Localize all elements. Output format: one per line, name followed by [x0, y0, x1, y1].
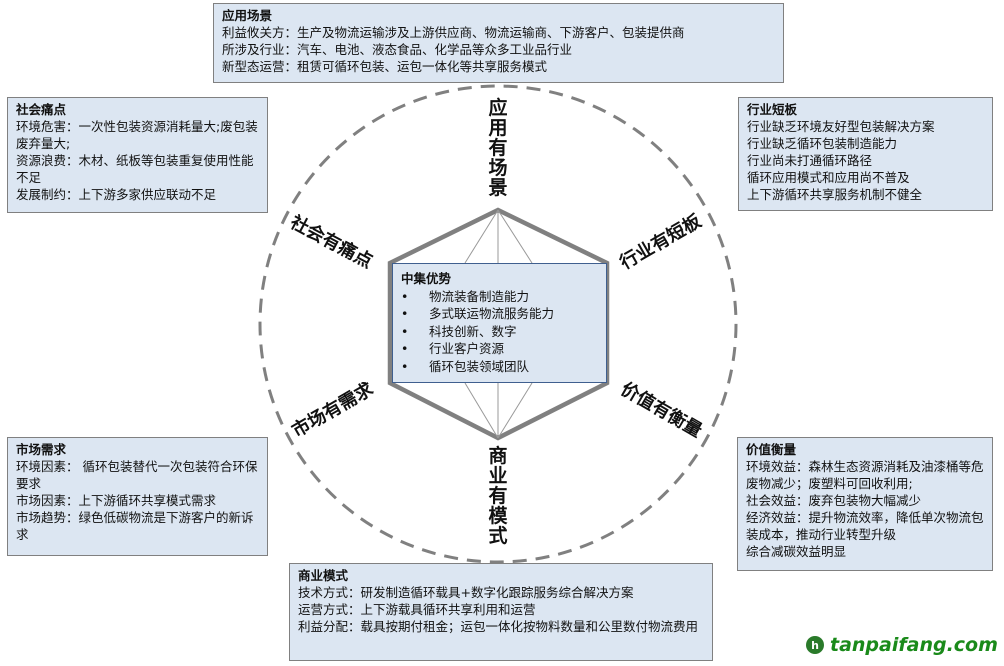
- list-item: • 行业客户资源: [401, 340, 598, 358]
- box-title: 市场需求: [16, 442, 67, 457]
- item-text: 物流装备制造能力: [429, 288, 530, 304]
- box-line: 新型态运营：租赁可循环包装、运包一体化等共享服务模式: [222, 59, 548, 74]
- box-line: 运营方式：上下游载具循环共享利用和运营: [298, 602, 536, 617]
- center-title: 中集优势: [401, 271, 452, 286]
- box-line: 市场因素：上下游循环共享模式需求: [16, 493, 217, 508]
- watermark-logo: h tanpaifang.com: [806, 634, 998, 656]
- box-line: 循环应用模式和应用尚不普及: [747, 170, 910, 185]
- box-title: 行业短板: [747, 102, 798, 117]
- bullet: •: [401, 323, 409, 339]
- item-text: 行业客户资源: [429, 341, 505, 356]
- box-line: 综合减碳效益明显: [746, 544, 847, 559]
- box-line: 资源浪费：木材、纸板等包装重复使用性能不足: [16, 153, 254, 185]
- box-line: 市场趋势：绿色低碳物流是下游客户的新诉求: [16, 510, 254, 542]
- axis-label-bottom: 商业有模式: [488, 445, 508, 547]
- bullet: •: [401, 288, 409, 304]
- box-line: 环境效益：森林生态资源消耗及油漆桶等危废物减少；废塑料可回收利用;: [746, 459, 984, 491]
- value-box: 价值衡量 环境效益：森林生态资源消耗及油漆桶等危废物减少；废塑料可回收利用; 社…: [737, 437, 993, 571]
- box-line: 利益分配：载具按期付租金；运包一体化按物料数量和公里数付物流费用: [298, 619, 699, 634]
- item-text: 多式联运物流服务能力: [429, 306, 555, 321]
- list-item: • 多式联运物流服务能力: [401, 305, 598, 323]
- box-title: 价值衡量: [746, 442, 797, 457]
- industry-box: 行业短板 行业缺乏环境友好型包装解决方案 行业缺乏循环包装制造能力 行业尚未打通…: [738, 97, 993, 211]
- application-box: 应用场景 利益攸关方：生产及物流运输涉及上游供应商、物流运输商、下游客户、包装提…: [213, 3, 784, 83]
- cimc-advantages-box: 中集优势 • 物流装备制造能力 • 多式联运物流服务能力 • 科技创新、数字 • 行业客…: [392, 263, 607, 383]
- box-line: 行业缺乏循环包装制造能力: [747, 136, 898, 151]
- box-line: 所涉及行业：汽车、电池、液态食品、化学品等众多工业品行业: [222, 42, 573, 57]
- list-item: • 循环包装领域团队: [401, 358, 598, 376]
- dashed-outer-circle: [258, 84, 738, 564]
- box-line: 技术方式：研发制造循环载具+数字化跟踪服务综合解决方案: [298, 585, 634, 600]
- logo-text: tanpaifang.com: [830, 634, 998, 656]
- box-title: 社会痛点: [16, 102, 67, 117]
- item-text: 循环包装领域团队: [429, 358, 530, 374]
- logo-icon: h: [806, 636, 824, 654]
- axis-label-top: 应用有场景: [488, 97, 508, 199]
- box-title: 应用场景: [222, 8, 273, 23]
- box-line: 行业尚未打通循环路径: [747, 153, 873, 168]
- bullet: •: [401, 341, 409, 356]
- list-item: • 物流装备制造能力: [401, 288, 598, 306]
- business-box: 商业模式 技术方式：研发制造循环载具+数字化跟踪服务综合解决方案 运营方式：上下…: [289, 563, 713, 661]
- bullet: •: [401, 306, 409, 321]
- hexagon-inner-lines: [464, 209, 533, 439]
- box-line: 上下游循环共享服务机制不健全: [747, 187, 923, 202]
- box-line: 社会效益：废弃包装物大幅减少: [746, 493, 922, 508]
- social-box: 社会痛点 环境危害：一次性包装资源消耗量大;废包装废弃量大; 资源浪费：木材、纸…: [7, 97, 268, 213]
- box-title: 商业模式: [298, 568, 349, 583]
- market-box: 市场需求 环境因素： 循环包装替代一次包装符合环保要求 市场因素：上下游循环共享…: [7, 437, 268, 556]
- item-text: 科技创新、数字: [429, 323, 517, 339]
- box-line: 利益攸关方：生产及物流运输涉及上游供应商、物流运输商、下游客户、包装提供商: [222, 25, 685, 40]
- box-line: 发展制约：上下游多家供应联动不足: [16, 187, 217, 202]
- box-line: 环境危害：一次性包装资源消耗量大;废包装废弃量大;: [16, 119, 258, 151]
- box-line: 经济效益：提升物流效率，降低单次物流包装成本，推动行业转型升级: [746, 510, 984, 542]
- box-line: 环境因素： 循环包装替代一次包装符合环保要求: [16, 459, 258, 491]
- bullet: •: [401, 358, 409, 374]
- list-item: • 科技创新、数字: [401, 323, 598, 341]
- box-line: 行业缺乏环境友好型包装解决方案: [747, 119, 935, 134]
